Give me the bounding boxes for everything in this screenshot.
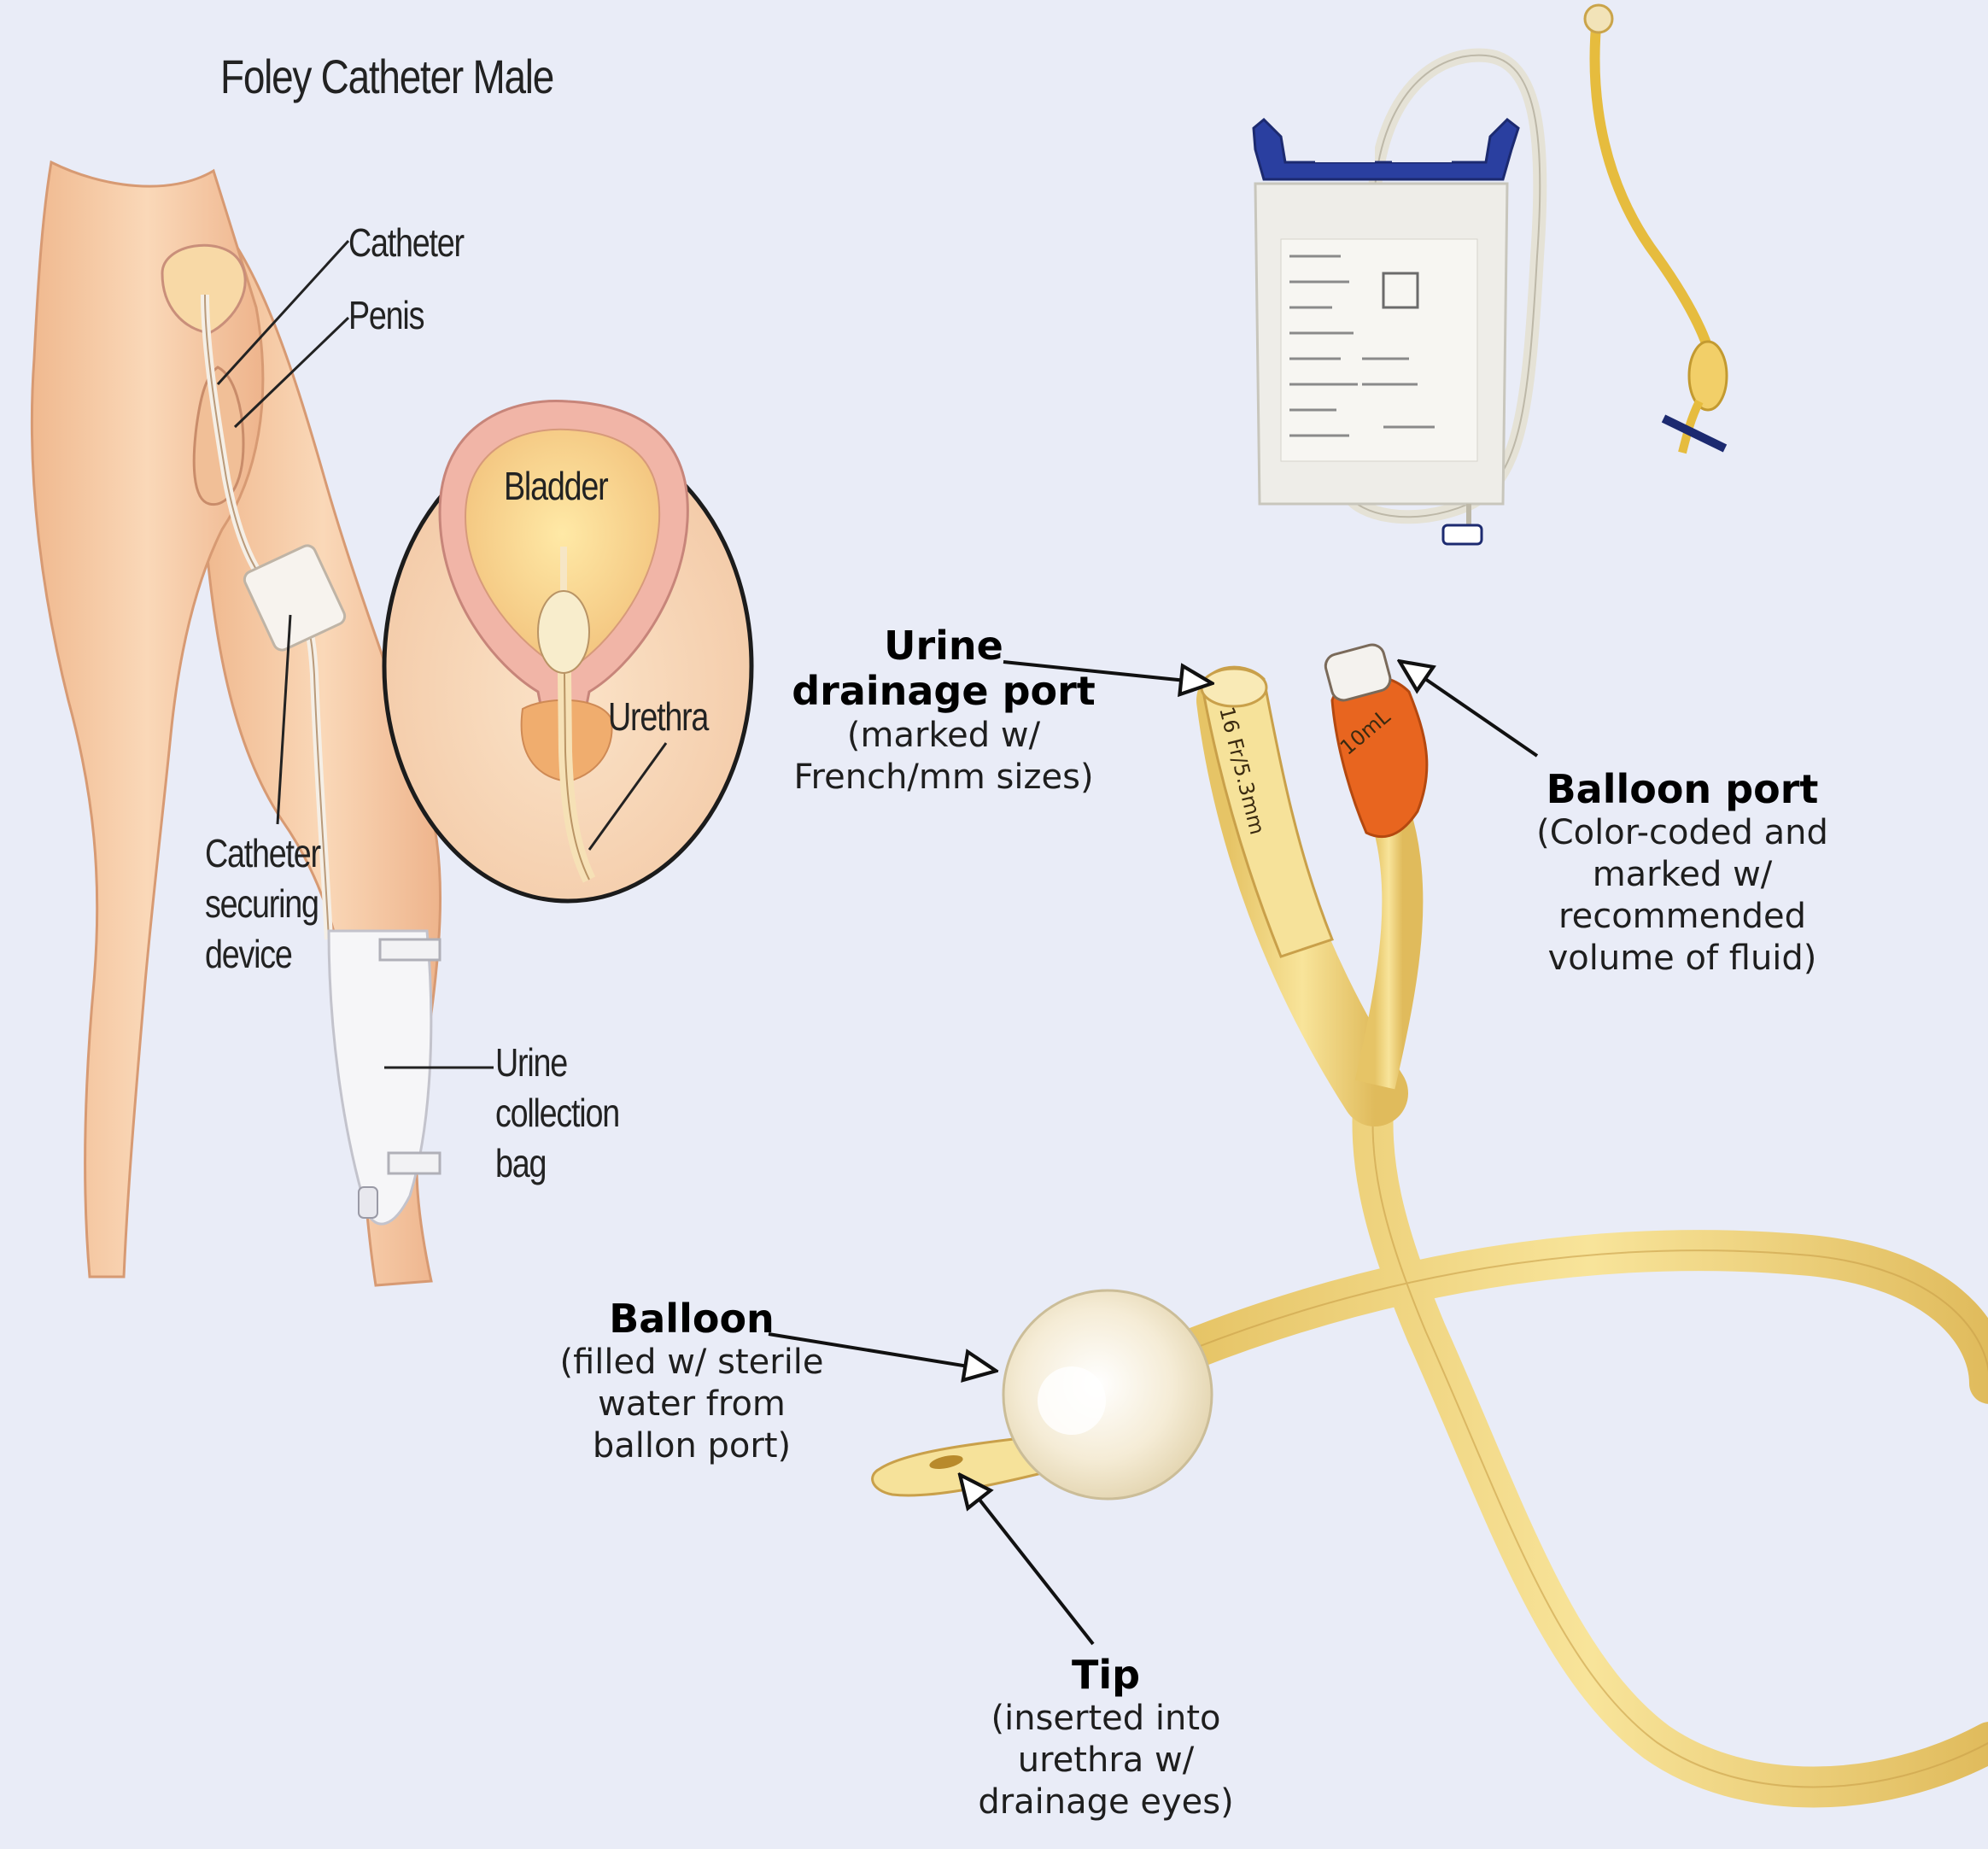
- bag-outlet: [1443, 525, 1482, 544]
- illustration-title: Foley Catheter Male: [220, 46, 553, 108]
- arrow-tip: [961, 1476, 1093, 1644]
- label-catheter: Catheter: [348, 218, 464, 268]
- label-securing-device: Catheter securing device: [205, 828, 320, 980]
- label-collection-bag: Urine collection bag: [495, 1038, 619, 1189]
- bag-valve: [359, 1187, 377, 1218]
- drainage-port-title-2: drainage port: [751, 669, 1136, 714]
- label-balloon-port: Balloon port (Color-coded and marked w/ …: [1503, 767, 1862, 980]
- label-balloon: Balloon (filled w/ sterile water from ba…: [529, 1296, 854, 1467]
- inflated-balloon: [538, 591, 589, 673]
- label-bladder: Bladder: [504, 461, 607, 512]
- catheter-loop: [1191, 1085, 1988, 1788]
- label-drainage-port: Urine drainage port (marked w/ French/mm…: [751, 623, 1136, 798]
- drainage-port-title-1: Urine: [751, 623, 1136, 669]
- leg-front: [32, 162, 262, 1277]
- leg-strap-top: [380, 939, 440, 960]
- tip-title: Tip: [956, 1653, 1255, 1698]
- drainage-bag-photo: [1254, 5, 1727, 544]
- balloon-arm: [1375, 794, 1402, 1085]
- label-urethra: Urethra: [608, 692, 708, 742]
- balloon-port-title: Balloon port: [1503, 767, 1862, 812]
- label-tip: Tip (inserted into urethra w/ drainage e…: [956, 1653, 1255, 1823]
- drainage-port-detail-1: (marked w/: [751, 715, 1136, 757]
- balloon-title: Balloon: [529, 1296, 854, 1342]
- drainage-port-detail-2: French/mm sizes): [751, 757, 1136, 799]
- balloon-shape: [1003, 1290, 1212, 1499]
- photo-catheter: [1595, 17, 1716, 393]
- leg-strap-bottom: [389, 1153, 440, 1173]
- label-penis: Penis: [348, 290, 424, 341]
